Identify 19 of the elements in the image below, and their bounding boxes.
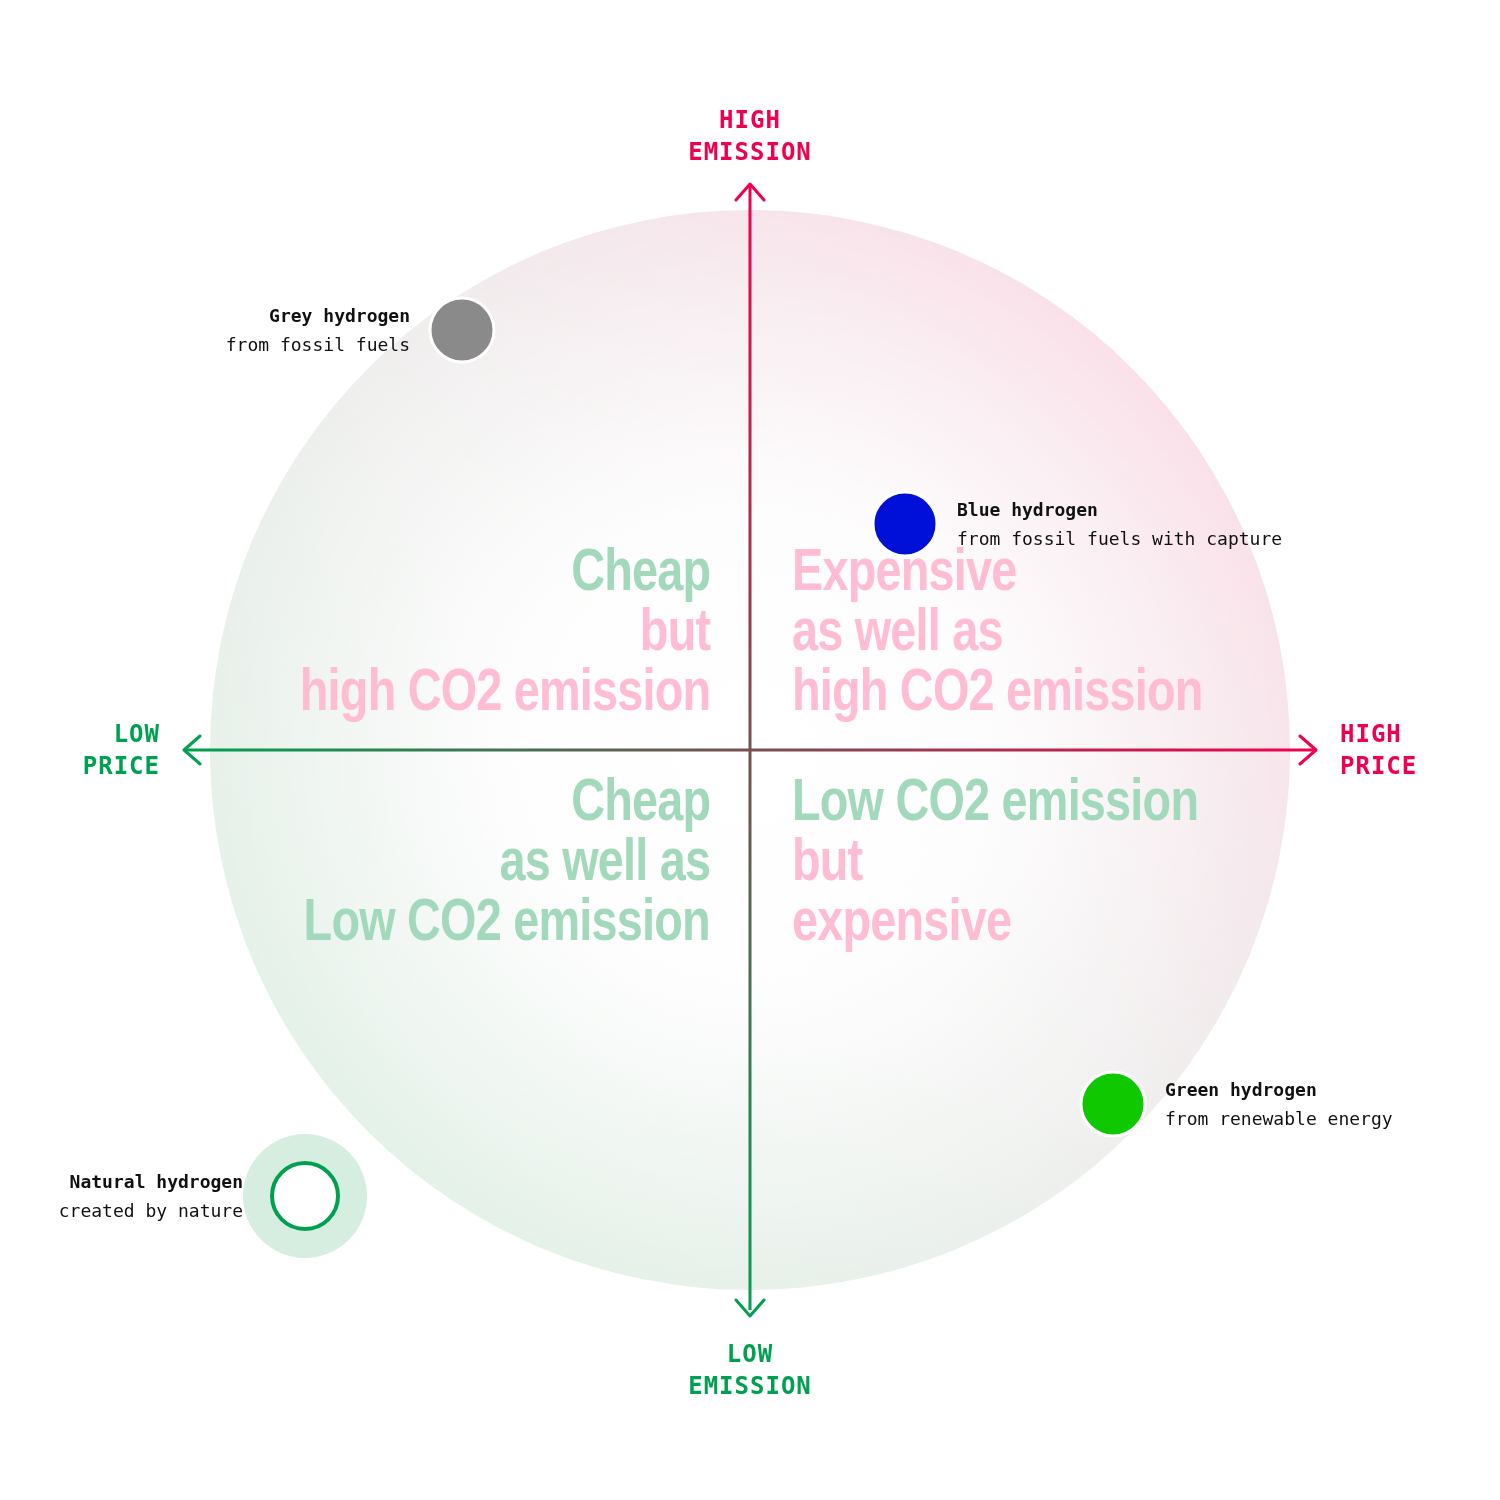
quadrant-label: high CO2 emission (299, 660, 710, 720)
quadrant-label: Cheap (570, 770, 710, 830)
point-title: Natural hydrogen (69, 1170, 243, 1194)
point-description: created by nature (58, 1199, 243, 1223)
quadrant-label: but (792, 830, 863, 890)
axis-label: LOW EMISSION (688, 1339, 812, 1402)
quadrant-label: expensive (792, 890, 1012, 950)
axis-label: LOW PRICE (82, 719, 160, 782)
point-description: from fossil fuels (225, 333, 410, 357)
point-description: from renewable energy (1165, 1107, 1393, 1131)
quadrant-label: Cheap (570, 540, 710, 600)
point-title: Blue hydrogen (957, 498, 1099, 522)
axis-label: HIGH EMISSION (688, 105, 812, 168)
quadrant-label: Low CO2 emission (303, 890, 710, 950)
axis-label: HIGH PRICE (1340, 719, 1418, 782)
point-title: Green hydrogen (1165, 1078, 1318, 1102)
quadrant-label: high CO2 emission (792, 660, 1203, 720)
quadrant-label: Low CO2 emission (792, 770, 1199, 830)
point-title: Grey hydrogen (269, 304, 410, 328)
